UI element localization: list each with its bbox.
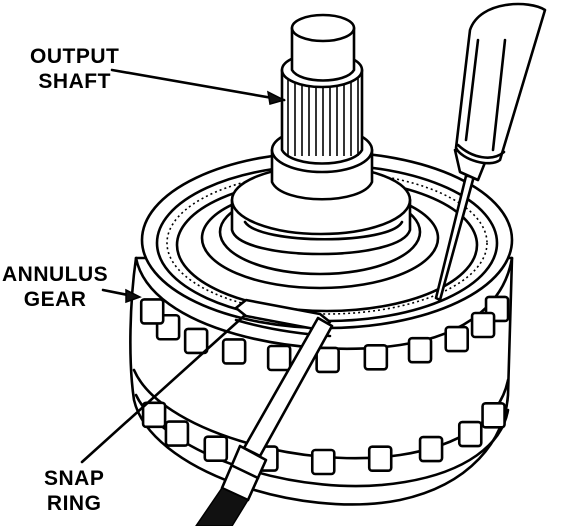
drum-lug	[444, 325, 470, 353]
drum-lugs	[139, 295, 510, 476]
drum-lug	[315, 346, 340, 374]
output-shaft-label-line1: OUTPUT	[30, 45, 120, 68]
drum-lug	[183, 327, 209, 355]
drum-lug	[310, 448, 336, 476]
drum-lug	[164, 420, 190, 447]
screwdriver-front	[195, 316, 334, 526]
leader-lines	[80, 68, 287, 464]
drum-lug	[481, 402, 506, 429]
drum-lug	[418, 435, 444, 463]
output-shaft-label: OUTPUT SHAFT	[30, 44, 119, 94]
annulus-gear-label-line2: GEAR	[23, 288, 87, 311]
drum-lug	[470, 311, 496, 339]
annulus-gear-label-line1: ANNULUS	[2, 263, 109, 286]
drum-lug	[266, 344, 292, 372]
snap-ring-label-line2: RING	[46, 492, 102, 515]
screwdriver-rear	[434, 2, 547, 302]
drum-lug	[221, 338, 247, 365]
drum-lug	[139, 298, 165, 325]
snap-ring-label: SNAP RING	[44, 466, 104, 516]
drum-lug	[367, 445, 393, 473]
drum-lug	[407, 336, 433, 364]
annulus-gear-label: ANNULUS GEAR	[2, 262, 108, 312]
output-shaft-label-line2: SHAFT	[38, 70, 111, 93]
drum-lug	[141, 401, 167, 429]
snap-ring-label-line1: SNAP	[44, 467, 105, 490]
output-shaft	[270, 13, 374, 201]
drum-lug	[457, 420, 483, 448]
drum-lug	[363, 344, 389, 371]
drum-lug	[203, 435, 229, 463]
